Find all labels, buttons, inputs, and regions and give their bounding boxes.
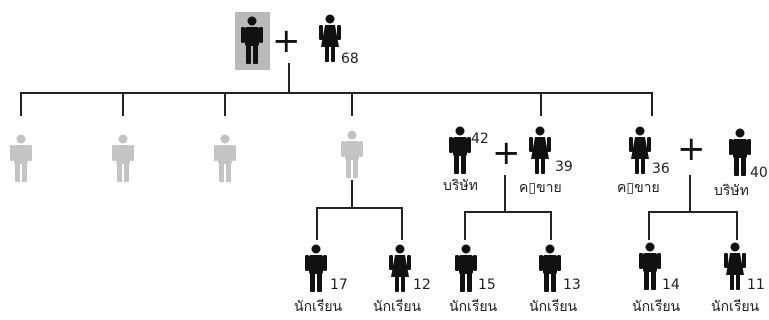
- marriage-plus-symbol: +: [677, 129, 706, 169]
- age-label: 36: [652, 161, 670, 177]
- faded-male-person-icon: [339, 130, 365, 178]
- age-label: 68: [341, 51, 359, 67]
- male-person-icon: [537, 244, 563, 292]
- faded-male-person-icon: [8, 134, 34, 182]
- age-label: 15: [478, 277, 496, 293]
- age-label: 14: [662, 277, 680, 293]
- age-label: 17: [330, 277, 348, 293]
- female-person-icon: [627, 126, 653, 174]
- male-person-icon: [637, 242, 663, 290]
- age-label: 40: [750, 165, 768, 181]
- male-person-icon: [727, 128, 753, 176]
- occupation-label: นักเรียน: [711, 299, 760, 315]
- female-person-icon: [317, 14, 343, 62]
- occupation-label: นักเรียน: [449, 299, 498, 315]
- occupation-label: ค▯ขาย: [617, 180, 660, 196]
- faded-male-person-icon: [110, 134, 136, 182]
- male-person-icon: [303, 244, 329, 292]
- male-person-icon: [447, 126, 473, 174]
- age-label: 42: [471, 131, 489, 147]
- age-label: 13: [563, 277, 581, 293]
- occupation-label: บริษัท: [714, 183, 749, 199]
- occupation-label: นักเรียน: [529, 299, 578, 315]
- male-person-icon: [239, 16, 265, 64]
- occupation-label: นักเรียน: [294, 299, 343, 315]
- occupation-label: บริษัท: [443, 178, 478, 194]
- male-person-icon: [453, 244, 479, 292]
- occupation-label: นักเรียน: [373, 299, 422, 315]
- female-person-icon: [527, 126, 553, 174]
- female-person-icon: [387, 244, 413, 292]
- age-label: 11: [747, 277, 765, 293]
- age-label: 39: [555, 159, 573, 175]
- occupation-label: ค▯ขาย: [519, 180, 562, 196]
- faded-male-person-icon: [212, 134, 238, 182]
- marriage-plus-symbol: +: [272, 21, 301, 61]
- marriage-plus-symbol: +: [492, 133, 521, 173]
- age-label: 12: [413, 277, 431, 293]
- female-person-icon: [722, 242, 748, 290]
- occupation-label: นักเรียน: [632, 299, 681, 315]
